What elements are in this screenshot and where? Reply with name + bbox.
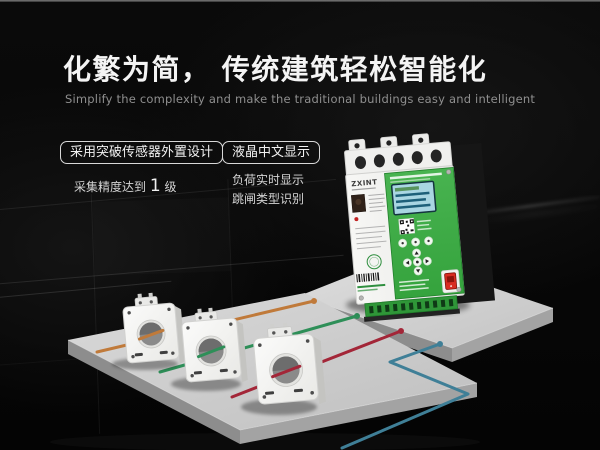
- wire-comm: [340, 342, 470, 450]
- wire-through-hole-a: [137, 328, 165, 341]
- device-status-led: [354, 217, 359, 222]
- terminal-dot-comm: [437, 341, 443, 347]
- wire-through-hole-c: [271, 364, 302, 379]
- terminal-dot-a: [311, 298, 317, 304]
- device-power-switch: [440, 269, 461, 294]
- device-label-area: ZXINT: [350, 178, 387, 292]
- current-transformer-1: [122, 292, 186, 364]
- wire-terminals: [311, 298, 443, 347]
- terminal-dot-b: [354, 313, 360, 319]
- device-barcode: [356, 272, 380, 283]
- smart-breaker-device: ZXINT: [344, 133, 496, 322]
- page-subtitle: Simplify the complexity and make the tra…: [65, 92, 536, 106]
- current-transformer-2: [181, 307, 248, 383]
- device-terminal-bottom: [363, 295, 461, 322]
- accuracy-prefix: 采集精度达到: [74, 180, 150, 194]
- lcd-detail-trip: 跳闸类型识别: [232, 192, 305, 206]
- feature-tag-external-sensor: 采用突破传感器外置设计: [60, 141, 224, 164]
- terminal-dot-c: [398, 328, 404, 334]
- wire-through-hole-b: [197, 345, 226, 359]
- feature-tag-lcd-display: 液晶中文显示: [222, 141, 321, 164]
- current-transformer-3: [253, 322, 326, 405]
- device-function-buttons: [398, 236, 433, 248]
- top-edge-highlight: [0, 0, 600, 2]
- device-dpad: [402, 248, 432, 276]
- device-lcd: [390, 180, 437, 216]
- device-qr-code: [398, 217, 416, 235]
- device-brand: ZXINT: [351, 178, 378, 188]
- feature-detail-accuracy: 采集精度达到 1 级: [74, 176, 176, 196]
- device-cert-stamp: [366, 254, 382, 270]
- feature-detail-lcd: 负荷实时显示 跳闸类型识别: [232, 171, 304, 209]
- lcd-detail-load: 负荷实时显示: [232, 173, 305, 187]
- accuracy-value: 1: [149, 176, 161, 196]
- device-control-panel: [358, 167, 465, 301]
- page-title: 化繁为简， 传统建筑轻松智能化: [63, 53, 488, 86]
- accuracy-suffix: 级: [160, 180, 177, 194]
